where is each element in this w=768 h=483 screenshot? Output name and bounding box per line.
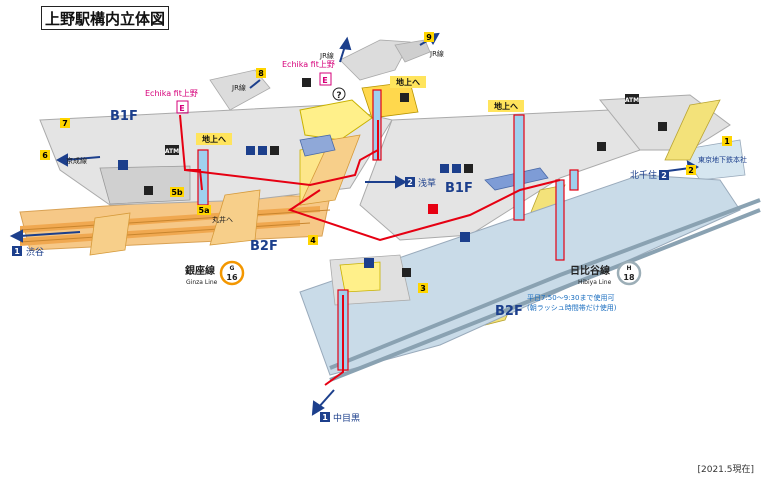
ginza-level bbox=[19, 195, 331, 251]
floor-b1f-center: B1F bbox=[445, 181, 473, 196]
hibiya-code: H bbox=[626, 265, 631, 272]
exit-8-label: 8 bbox=[258, 69, 264, 78]
toilet-icon-4 bbox=[452, 164, 461, 173]
hibiya-line-name: 日比谷線 bbox=[570, 264, 610, 277]
toilet-icon-1 bbox=[246, 146, 255, 155]
exit-9-label: 9 bbox=[426, 33, 432, 42]
floor-b2f-left: B2F bbox=[250, 239, 278, 254]
elevator-note: 平日7:50〜9:30まで使用可 (朝ラッシュ時間帯だけ使用) bbox=[527, 293, 617, 312]
phone-icon-3 bbox=[302, 78, 311, 87]
exit-4-label: 4 bbox=[310, 236, 316, 245]
direction-labels: 1 渋谷 2 浅草 1 中目黒 北千住 2 京成線 丸井へ JR線 JR線 JR… bbox=[12, 49, 747, 424]
atm-icon-1 bbox=[165, 145, 179, 155]
svg-text:ATM: ATM bbox=[165, 148, 179, 155]
to-ground-3: 地上へ bbox=[494, 101, 518, 111]
shibuya-label: 渋谷 bbox=[26, 246, 44, 258]
nakameguro-label: 中目黒 bbox=[333, 412, 360, 424]
exit-2-label: 2 bbox=[688, 166, 694, 175]
phone-icon-2 bbox=[402, 268, 411, 277]
keisei-label: 京成線 bbox=[66, 156, 87, 165]
hibiya-line-badge: 日比谷線 Hibiya Line H 18 bbox=[570, 260, 642, 286]
shop-icon-2 bbox=[597, 142, 606, 151]
map-title: 上野駅構内立体図 bbox=[41, 6, 169, 30]
info-icon-1 bbox=[658, 122, 667, 131]
ticket-icon-1 bbox=[118, 160, 128, 170]
note-line-2: (朝ラッシュ時間帯だけ使用) bbox=[527, 303, 617, 312]
to-ground-labels: 地上へ 地上へ 地上へ bbox=[196, 76, 524, 145]
svg-text:ATM: ATM bbox=[625, 97, 639, 104]
wheelchair-icon-1 bbox=[270, 146, 279, 155]
echika-label-1: Echika fit上野 bbox=[145, 89, 198, 98]
toilet-icon-2 bbox=[258, 146, 267, 155]
ginza-line-en: Ginza Line bbox=[186, 279, 218, 286]
ginza-code: G bbox=[230, 265, 235, 272]
ticket-icon-2 bbox=[460, 232, 470, 242]
shop-icon-1 bbox=[400, 93, 409, 102]
hibiya-line-en: Hibiya Line bbox=[578, 279, 612, 286]
ticket-icon-3 bbox=[364, 258, 374, 268]
jr-label-2: JR線 bbox=[319, 51, 334, 60]
toilet-icon-3 bbox=[440, 164, 449, 173]
echika-labels: Echika fit上野 E Echika fit上野 E bbox=[145, 60, 335, 114]
exit-7-label: 7 bbox=[62, 119, 68, 128]
echika-label-2: Echika fit上野 bbox=[282, 60, 335, 69]
jr-label-1: JR線 bbox=[231, 83, 246, 92]
ginza-line-badge: 銀座線 Ginza Line G 16 bbox=[185, 260, 245, 286]
wheelchair-icon-2 bbox=[464, 164, 473, 173]
aed-icon bbox=[428, 204, 438, 214]
ginza-num: 16 bbox=[226, 273, 238, 282]
hibiya-num: 18 bbox=[623, 273, 635, 282]
atm-icon-2 bbox=[625, 94, 639, 104]
exit-3-label: 3 bbox=[420, 284, 426, 293]
phone-icon-1 bbox=[144, 186, 153, 195]
exit-1-label: 1 bbox=[724, 137, 730, 146]
question-icon bbox=[332, 87, 346, 101]
shibuya-num: 1 bbox=[14, 247, 20, 256]
svg-text:?: ? bbox=[336, 91, 341, 101]
ginza-line-name: 銀座線 bbox=[185, 264, 215, 277]
tokyometro-office-label: 東京地下鉄本社 bbox=[698, 155, 747, 164]
accessible-route bbox=[179, 114, 561, 386]
hibiya-level bbox=[299, 174, 761, 382]
marui-label: 丸井へ bbox=[212, 215, 233, 224]
exit-5b-label: 5b bbox=[171, 188, 183, 197]
asakusa-label: 浅草 bbox=[418, 177, 436, 189]
floor-b2f-right: B2F bbox=[495, 304, 523, 319]
asakusa-num: 2 bbox=[407, 178, 413, 187]
jr-label-3: JR線 bbox=[429, 49, 444, 58]
echika-e-1: E bbox=[179, 104, 184, 113]
floor-b1f-left: B1F bbox=[110, 109, 138, 124]
facility-icons: ATM ATM ? bbox=[118, 78, 667, 277]
nakameguro-num: 1 bbox=[322, 413, 328, 422]
kitasenju-label: 北千住 bbox=[630, 169, 657, 181]
to-ground-1: 地上へ bbox=[202, 134, 226, 144]
exit-5a-label: 5a bbox=[199, 206, 210, 215]
kitasenju-num: 2 bbox=[661, 171, 667, 180]
to-ground-2: 地上へ bbox=[396, 77, 420, 87]
exit-6-label: 6 bbox=[42, 151, 48, 160]
note-line-1: 平日7:50〜9:30まで使用可 bbox=[527, 293, 614, 302]
footnote: [2021.5現在] bbox=[697, 465, 754, 475]
floor-labels: B1F B1F B2F B2F bbox=[110, 109, 523, 319]
exit-badges: 1 2 3 4 5a 5b 6 7 8 9 bbox=[40, 32, 732, 293]
echika-e-2: E bbox=[322, 76, 327, 85]
stairs-orange bbox=[89, 134, 361, 256]
